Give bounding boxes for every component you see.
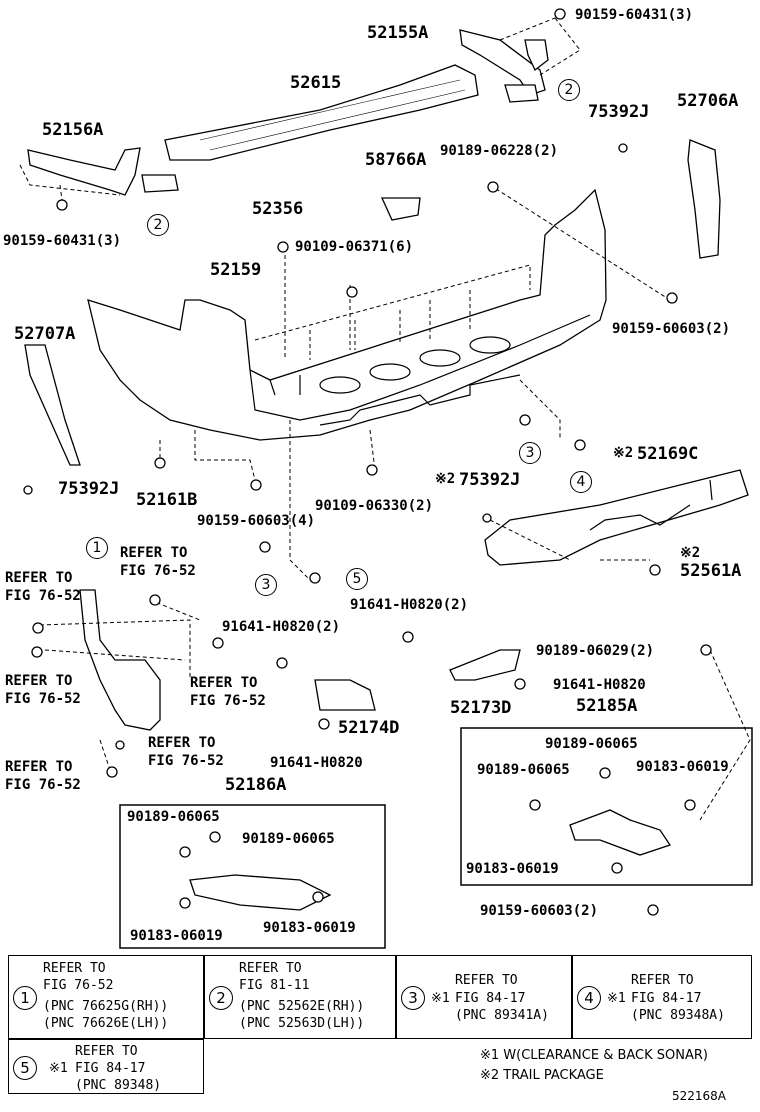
fig-76-52-1: FIG 76-52 xyxy=(120,563,196,579)
label-58766A: 58766A xyxy=(365,150,427,170)
refer-to-2: REFER TO xyxy=(5,570,73,586)
legend-cell-5-line2: FIG 84-17 xyxy=(75,1061,146,1076)
label-star2-b: ※2 xyxy=(435,471,456,487)
legend-num-1: 1 xyxy=(13,986,37,1010)
legend-cell-5-mark: ※1 xyxy=(49,1061,68,1076)
label-52706A: 52706A xyxy=(677,91,739,111)
label-52173D: 52173D xyxy=(450,698,512,718)
fig-76-52-5: FIG 76-52 xyxy=(148,753,224,769)
legend-cell-4-line1: REFER TO xyxy=(631,973,694,988)
fig-76-52-6: FIG 76-52 xyxy=(5,777,81,793)
refer-to-6: REFER TO xyxy=(5,759,73,775)
callout-4: 4 xyxy=(570,471,592,493)
label-52159: 52159 xyxy=(210,260,262,280)
label-star2-a: ※2 xyxy=(613,445,634,461)
legend-cell-5-line3: (PNC 89348) xyxy=(75,1078,162,1093)
legend-cell-5-line1: REFER TO xyxy=(75,1044,138,1059)
legend-cell-2-line4: (PNC 52563D(LH)) xyxy=(239,1016,365,1031)
fig-76-52-2: FIG 76-52 xyxy=(5,588,81,604)
legend-num-2: 2 xyxy=(209,986,233,1010)
refer-to-5: REFER TO xyxy=(148,735,216,751)
label-52185A: 52185A xyxy=(576,696,638,716)
label-52615: 52615 xyxy=(290,73,342,93)
label-90183-06019-b: 90183-06019 xyxy=(466,861,559,877)
legend-cell-3: 3 ※1 REFER TO FIG 84-17 (PNC 89341A) xyxy=(396,955,572,1039)
label-90159-60603-right: 90159-60603(2) xyxy=(612,321,731,337)
legend-cell-5: 5 ※1 REFER TO FIG 84-17 (PNC 89348) xyxy=(8,1039,204,1094)
refer-to-3: REFER TO xyxy=(5,673,73,689)
legend-num-5: 5 xyxy=(13,1056,37,1080)
diagram-code: 522168A xyxy=(672,1089,727,1103)
label-star2-c: ※2 xyxy=(680,545,701,561)
label-90189-06065-d: 90189-06065 xyxy=(242,831,335,847)
legend-cell-3-line1: REFER TO xyxy=(455,973,518,988)
label-52186A: 52186A xyxy=(225,775,287,795)
label-75392J-top: 75392J xyxy=(588,102,650,122)
legend-note-2: ※2 TRAIL PACKAGE xyxy=(480,1068,604,1083)
legend-cell-2: 2 REFER TO FIG 81-11 (PNC 52562E(RH)) (P… xyxy=(204,955,396,1039)
callout-3-b: 3 xyxy=(255,574,277,596)
legend-cell-1-line3: (PNC 76625G(RH)) xyxy=(43,999,169,1014)
label-52169C: 52169C xyxy=(637,444,699,464)
legend-num-3: 3 xyxy=(401,986,425,1010)
label-90109-06371: 90109-06371(6) xyxy=(295,239,414,255)
callout-3-a: 3 xyxy=(519,442,541,464)
label-91641-H0820-2b: 91641-H0820(2) xyxy=(222,619,341,635)
label-90189-06065-c: 90189-06065 xyxy=(127,809,220,825)
legend-cell-2-line3: (PNC 52562E(RH)) xyxy=(239,999,365,1014)
label-52561A: 52561A xyxy=(680,561,742,581)
legend-cell-2-line1: REFER TO xyxy=(239,961,302,976)
label-90159-60603-4: 90159-60603(4) xyxy=(197,513,316,529)
label-52174D: 52174D xyxy=(338,718,400,738)
legend-cell-2-line2: FIG 81-11 xyxy=(239,978,310,993)
label-91641-H0820-c: 91641-H0820 xyxy=(553,677,646,693)
label-90159-60431-top: 90159-60431(3) xyxy=(575,7,694,23)
label-90183-06019-a: 90183-06019 xyxy=(636,759,729,775)
legend-cell-4-line3: (PNC 89348A) xyxy=(631,1008,725,1023)
fig-76-52-4: FIG 76-52 xyxy=(190,693,266,709)
label-90109-06330: 90109-06330(2) xyxy=(315,498,434,514)
legend-cell-3-line3: (PNC 89341A) xyxy=(455,1008,549,1023)
label-90159-60431-left: 90159-60431(3) xyxy=(3,233,122,249)
legend-table: 1 REFER TO FIG 76-52 (PNC 76625G(RH)) (P… xyxy=(8,955,752,1094)
callout-2-left: 2 xyxy=(147,214,169,236)
legend-cell-3-line2: FIG 84-17 xyxy=(455,991,526,1006)
label-90189-06065-b: 90189-06065 xyxy=(477,762,570,778)
legend-cell-1-line4: (PNC 76626E(LH)) xyxy=(43,1016,169,1031)
label-52156A: 52156A xyxy=(42,120,104,140)
callout-5: 5 xyxy=(346,568,368,590)
label-90183-06019-d: 90183-06019 xyxy=(263,920,356,936)
legend-cell-4: 4 ※1 REFER TO FIG 84-17 (PNC 89348A) xyxy=(572,955,752,1039)
label-52161B: 52161B xyxy=(136,490,198,510)
label-75392J-left: 75392J xyxy=(58,479,120,499)
legend-cell-4-line2: FIG 84-17 xyxy=(631,991,702,1006)
legend-num-4: 4 xyxy=(577,986,601,1010)
label-90183-06019-c: 90183-06019 xyxy=(130,928,223,944)
legend-cell-1-line2: FIG 76-52 xyxy=(43,978,114,993)
fig-76-52-3: FIG 76-52 xyxy=(5,691,81,707)
callout-1: 1 xyxy=(86,537,108,559)
label-90189-06029: 90189-06029(2) xyxy=(536,643,655,659)
label-91641-H0820-d: 91641-H0820 xyxy=(270,755,363,771)
label-75392J-mid: 75392J xyxy=(459,470,521,490)
legend-cell-4-mark: ※1 xyxy=(607,991,626,1006)
label-90159-60603-bottom: 90159-60603(2) xyxy=(480,903,599,919)
label-91641-H0820-2a: 91641-H0820(2) xyxy=(350,597,469,613)
legend-note-1: ※1 W(CLEARANCE & BACK SONAR) xyxy=(480,1048,708,1063)
label-90189-06065-a: 90189-06065 xyxy=(545,736,638,752)
label-52707A: 52707A xyxy=(14,324,76,344)
label-52155A: 52155A xyxy=(367,23,429,43)
refer-to-1: REFER TO xyxy=(120,545,188,561)
label-52356: 52356 xyxy=(252,199,304,219)
callout-2-top: 2 xyxy=(558,79,580,101)
refer-to-4: REFER TO xyxy=(190,675,258,691)
label-90189-06228: 90189-06228(2) xyxy=(440,143,559,159)
legend-cell-1: 1 REFER TO FIG 76-52 (PNC 76625G(RH)) (P… xyxy=(8,955,204,1039)
legend-cell-1-line1: REFER TO xyxy=(43,961,106,976)
legend-cell-3-mark: ※1 xyxy=(431,991,450,1006)
